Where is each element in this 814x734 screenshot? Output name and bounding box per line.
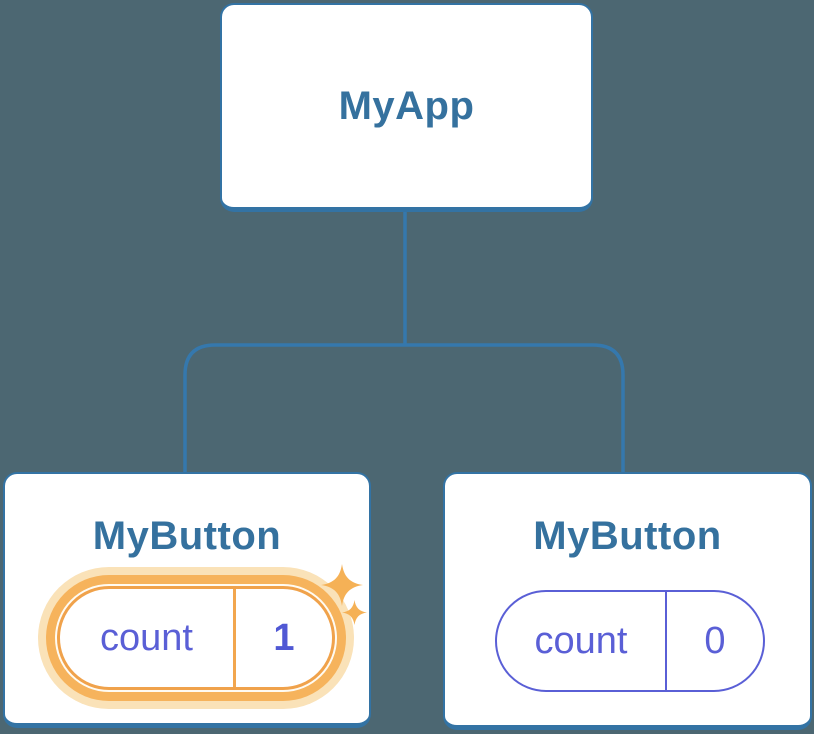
node-myapp: MyApp [220,3,593,212]
sparkle-icon [321,564,363,606]
connector-bracket [183,343,625,474]
state-value: 0 [704,620,726,662]
node-mybutton-1: MyButton count 1 [3,472,371,728]
node-mybutton-2: MyButton count 0 [443,472,812,730]
node-mybutton-1-label: MyButton [92,514,282,558]
state-value: 1 [273,617,295,659]
state-pill-highlighted: count 1 [57,586,335,690]
node-mybutton-2-label: MyButton [533,514,722,558]
state-name-label: count [60,589,236,687]
state-name-label: count [497,592,667,690]
node-myapp-label: MyApp [338,84,475,128]
state-pill: count 0 [495,590,765,692]
sparkle-icon [342,600,367,625]
